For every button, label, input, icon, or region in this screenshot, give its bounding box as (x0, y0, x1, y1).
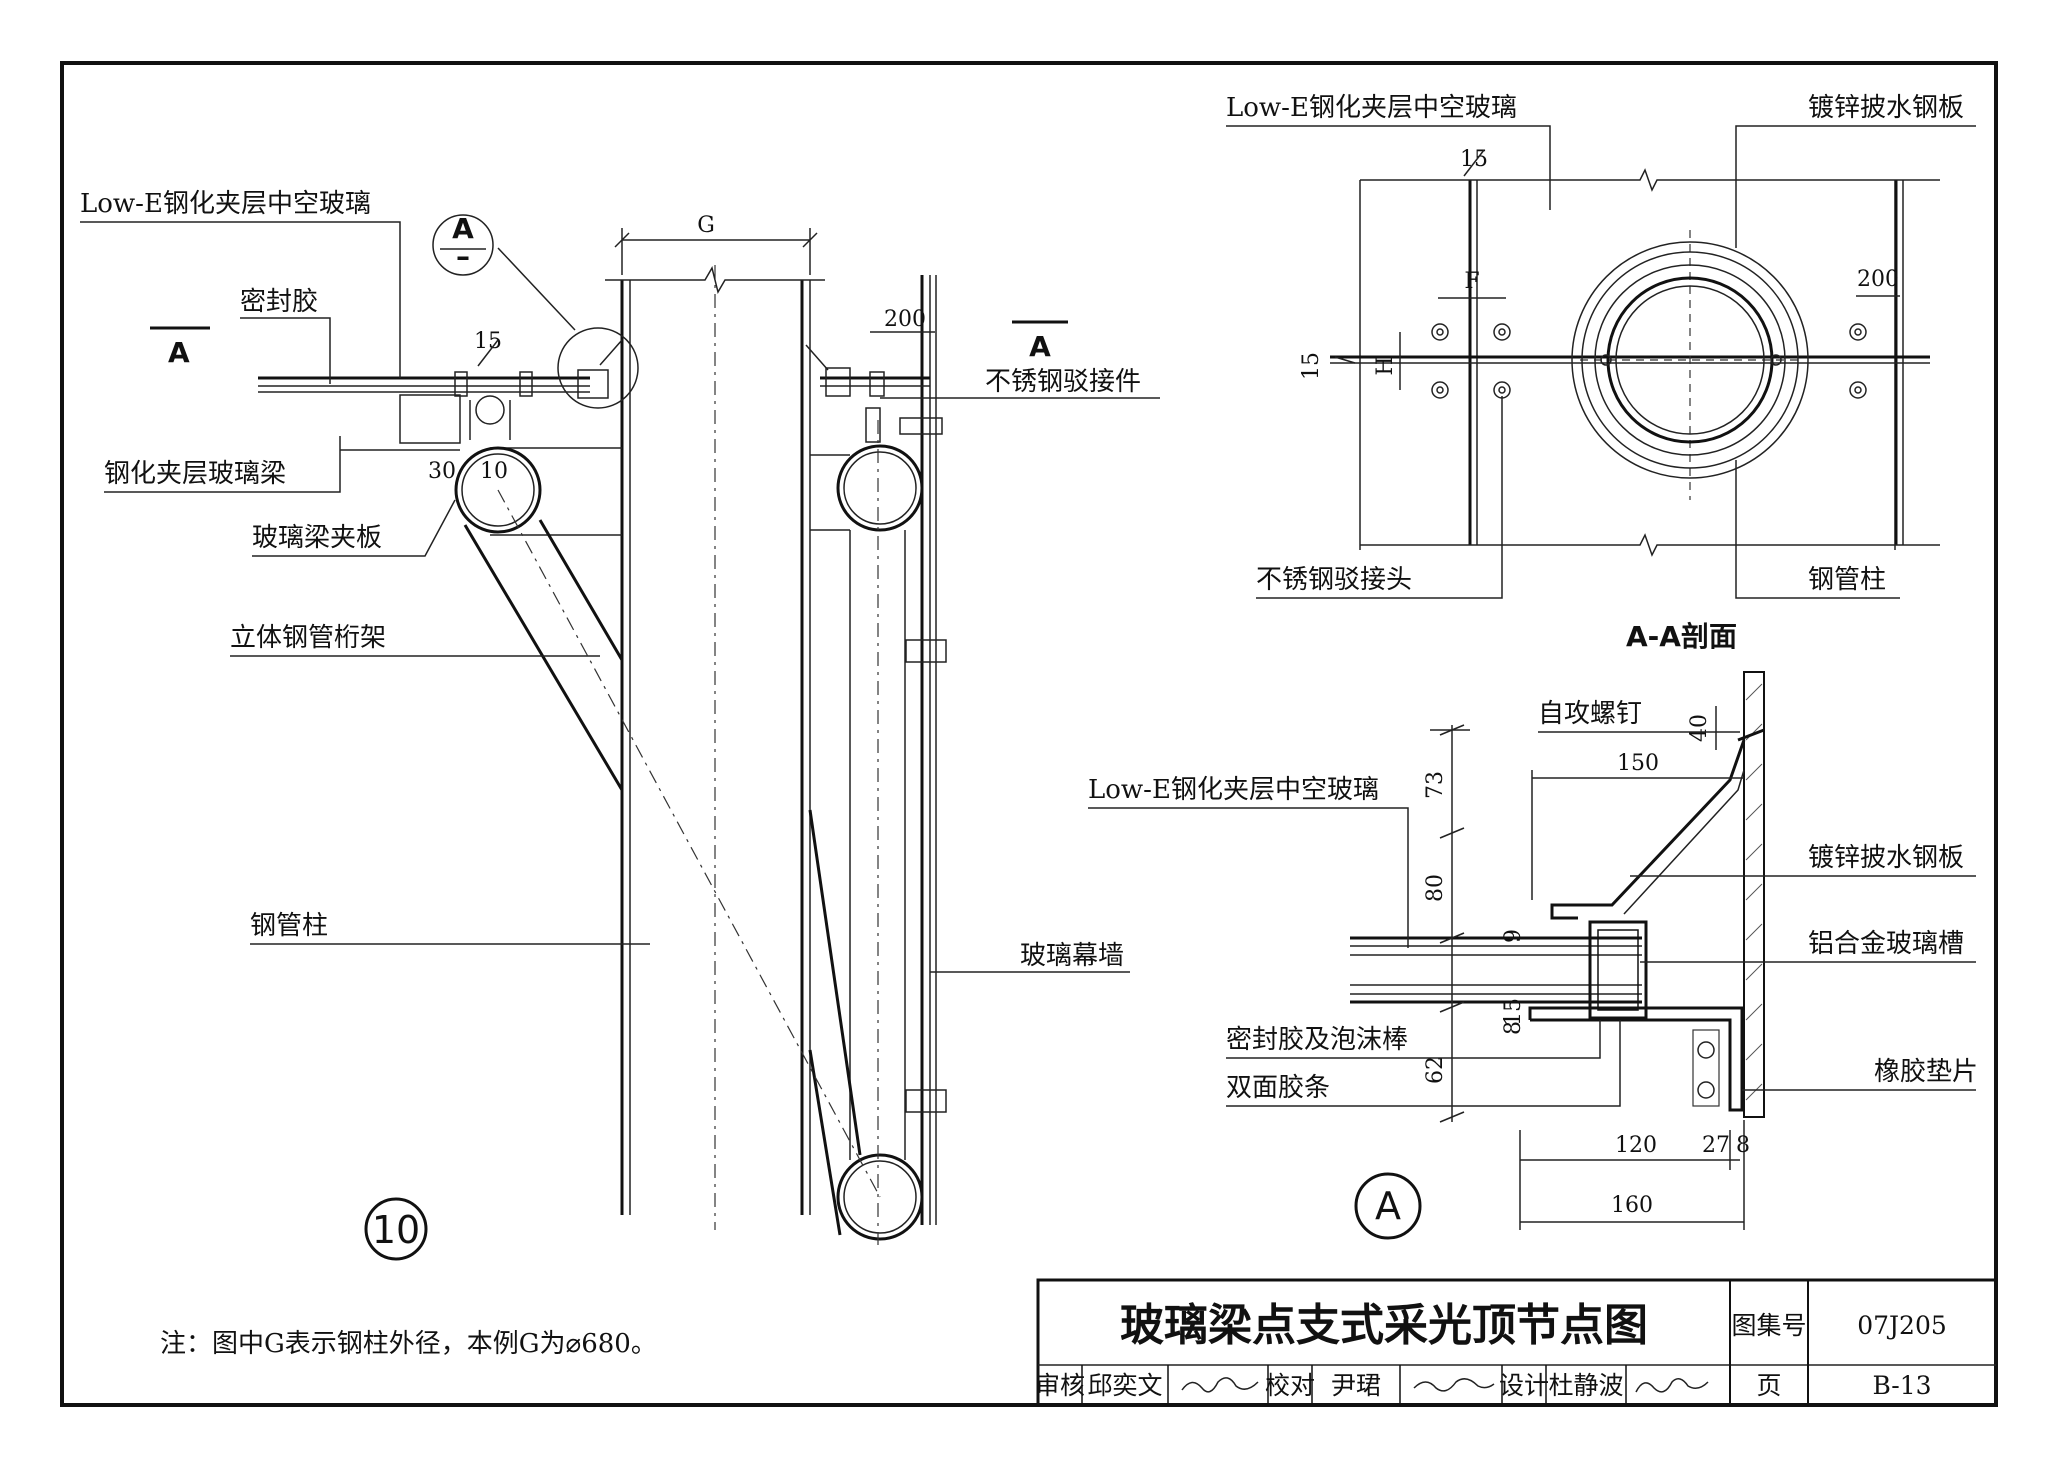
detail-dim-27: 27 (1702, 1133, 1730, 1158)
detail-a-circle (1354, 1172, 1422, 1240)
detail-dim-62: 62 (1423, 1056, 1448, 1084)
page-number: B-13 (1872, 1371, 1931, 1400)
detail-dim-80: 80 (1423, 874, 1448, 902)
page-label: 页 (1756, 1371, 1781, 1400)
dim-10: 10 (480, 459, 508, 484)
svg-text:–: – (456, 240, 470, 273)
detail-dim-8: 8 (1501, 1021, 1526, 1035)
detail-dim-15: 15 (1501, 998, 1526, 1026)
detail-label-tape: 双面胶条 (1226, 1073, 1330, 1103)
designer-name: 杜静波 (1548, 1371, 1623, 1400)
detail-dim-73: 73 (1423, 771, 1448, 799)
dim-30: 30 (428, 459, 456, 484)
plan-view: 15 F 15 H 200 Low-E钢化夹层中空玻璃 镀锌披水钢板 不锈钢驳接… (1226, 93, 1976, 653)
plan-dim-15-left: 15 (1299, 352, 1324, 380)
reviewer-signature (1181, 1377, 1259, 1393)
plan-dim-f: F (1464, 269, 1479, 294)
plan-label-lowe-glass: Low-E钢化夹层中空玻璃 (1226, 93, 1517, 123)
detail-label-flashing: 镀锌披水钢板 (1808, 843, 1964, 873)
detail-label-lowe-glass: Low-E钢化夹层中空玻璃 (1088, 775, 1379, 805)
dim-200: 200 (884, 307, 926, 332)
plan-label-spider-head: 不锈钢驳接头 (1256, 565, 1412, 595)
atlas-number: 07J205 (1857, 1311, 1947, 1340)
plan-label-flashing: 镀锌披水钢板 (1808, 93, 1964, 123)
plan-label-column: 钢管柱 (1808, 565, 1886, 595)
note-text: 注：图中G表示钢柱外径，本例G为⌀680。 (160, 1329, 657, 1359)
detail-a-mark: A (1375, 1184, 1401, 1228)
review-label: 审核 (1035, 1371, 1085, 1400)
label-lowe-glass: Low-E钢化夹层中空玻璃 (80, 189, 371, 219)
detail-dim-120: 120 (1615, 1133, 1657, 1158)
callout-mark: A (452, 212, 474, 245)
detail-label-rubber-pad: 橡胶垫片 (1874, 1057, 1978, 1087)
label-glass-beam: 钢化夹层玻璃梁 (104, 459, 286, 489)
section-mark-left: A (168, 336, 190, 369)
label-truss: 立体钢管桁架 (230, 623, 386, 653)
reviewer-name: 邱奕文 (1087, 1371, 1162, 1400)
callout-circle (432, 214, 494, 276)
checker-name: 尹珺 (1331, 1371, 1381, 1400)
designer-signature (1635, 1378, 1709, 1393)
detail-dim-8b: 8 (1736, 1133, 1750, 1158)
drawing-title: 玻璃梁点支式采光顶节点图 (1120, 1300, 1648, 1351)
plan-dim-200: 200 (1857, 267, 1899, 292)
label-curtain-wall: 玻璃幕墙 (1020, 941, 1124, 971)
main-elevation-view: G A – (80, 189, 1160, 1261)
checker-signature (1413, 1378, 1495, 1392)
section-title: A-A剖面 (1626, 620, 1737, 653)
design-label: 设计 (1499, 1371, 1549, 1400)
detail-dim-40: 40 (1687, 714, 1712, 742)
label-sealant: 密封胶 (240, 287, 318, 317)
title-block: 玻璃梁点支式采光顶节点图 图集号 07J205 审核 邱奕文 校对 尹珺 设计 … (1035, 1278, 1998, 1407)
atlas-label: 图集号 (1731, 1311, 1806, 1340)
detail-label-screw: 自攻螺钉 (1538, 699, 1642, 729)
detail-label-alu-channel: 铝合金玻璃槽 (1808, 929, 1964, 959)
label-spider-fitting: 不锈钢驳接件 (985, 367, 1141, 397)
plan-dim-h: H (1373, 356, 1398, 375)
label-column: 钢管柱 (250, 911, 328, 941)
detail-dim-9: 9 (1501, 929, 1526, 943)
label-beam-clamp: 玻璃梁夹板 (252, 523, 382, 553)
detail-number: 10 (372, 1208, 420, 1252)
section-mark-right: A (1029, 330, 1051, 363)
check-label: 校对 (1265, 1371, 1315, 1400)
detail-a-view: 73 80 9 15 8 62 40 150 120 27 8 160 自攻螺钉… (1088, 671, 1978, 1240)
detail-dim-160: 160 (1611, 1193, 1653, 1218)
sheet-border (60, 61, 1998, 1407)
detail-dim-150: 150 (1617, 751, 1659, 776)
dim-g: G (697, 213, 715, 238)
dim-15: 15 (474, 329, 502, 354)
detail-label-sealant-foam: 密封胶及泡沫棒 (1226, 1025, 1408, 1055)
detail-number-circle (364, 1197, 428, 1261)
